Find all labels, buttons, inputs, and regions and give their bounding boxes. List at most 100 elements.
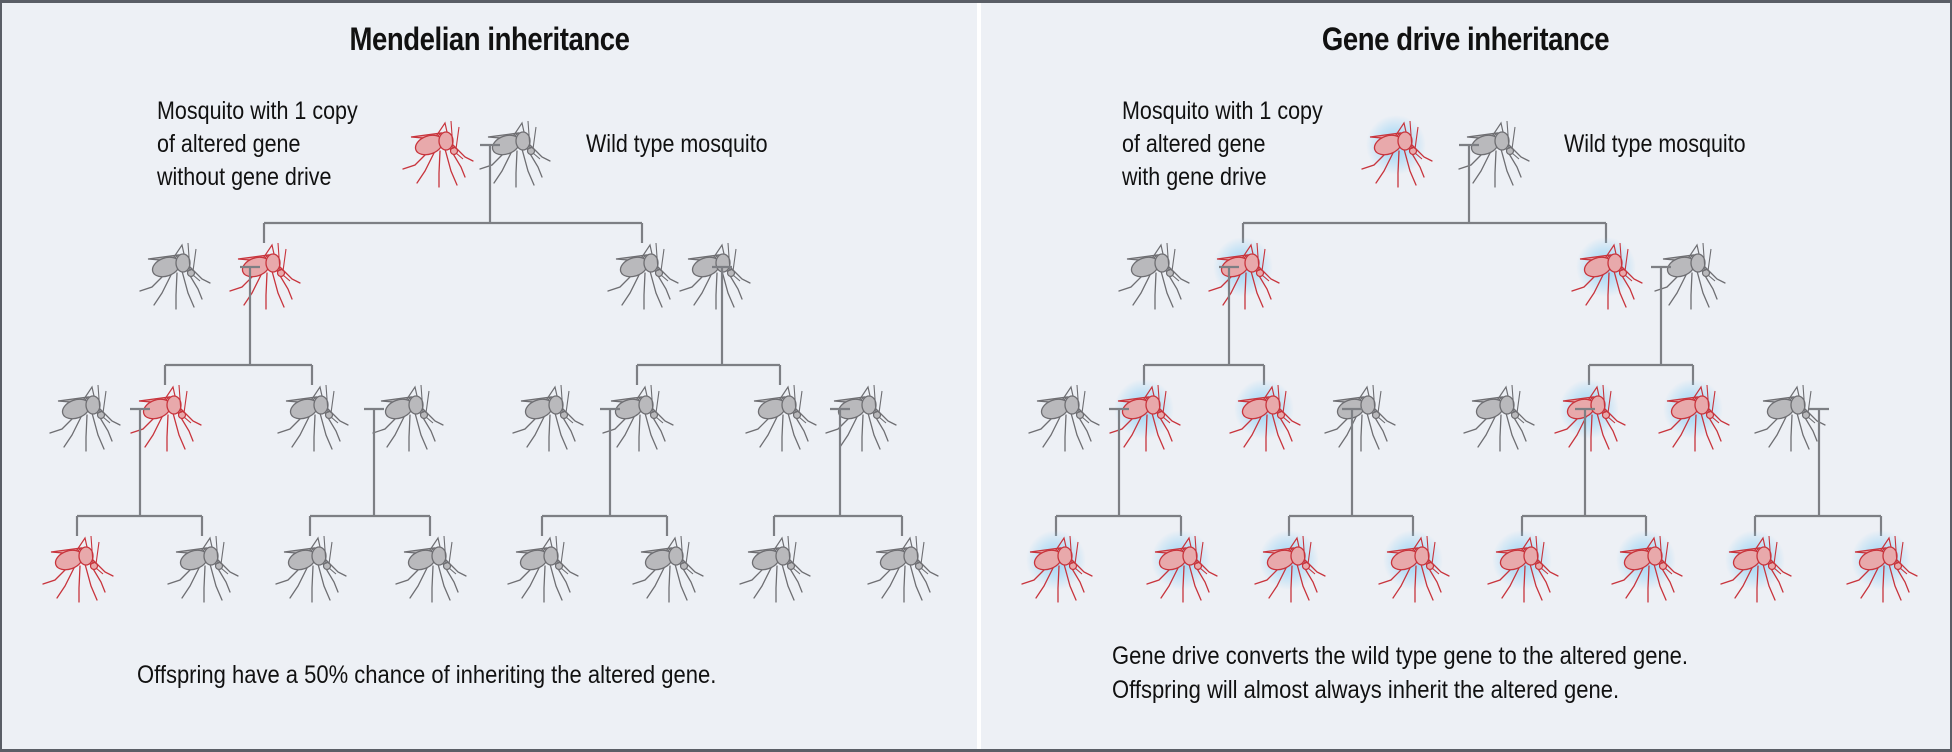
leg <box>1472 150 1492 184</box>
thorax <box>861 395 877 415</box>
leg <box>1250 270 1264 308</box>
leg <box>775 565 778 603</box>
head <box>1075 410 1085 420</box>
leg <box>1057 565 1060 603</box>
antennae <box>1409 120 1423 160</box>
thorax <box>1290 546 1306 566</box>
antennae <box>1194 535 1208 575</box>
leg <box>1523 565 1526 603</box>
leg <box>409 565 429 599</box>
leg <box>649 270 663 308</box>
leg <box>311 565 314 603</box>
thorax <box>775 546 791 566</box>
thorax <box>1590 395 1606 415</box>
leg <box>1222 272 1242 306</box>
thorax <box>1790 395 1806 415</box>
thorax <box>1265 395 1281 415</box>
panel-title: Mendelian inheritance <box>349 21 630 57</box>
leg <box>1790 414 1793 452</box>
leg <box>1338 414 1358 448</box>
leg <box>1042 414 1062 448</box>
head <box>276 268 286 278</box>
antennae <box>655 242 669 282</box>
caption-line: Offspring have a 50% chance of inheritin… <box>137 661 717 689</box>
antennae <box>1802 384 1816 424</box>
leg <box>1403 148 1417 186</box>
leg <box>1585 272 1605 306</box>
altered-gene-mosquito-icon <box>1021 530 1093 603</box>
leg <box>1694 414 1697 452</box>
wild-type-mosquito-icon <box>1754 384 1826 452</box>
thorax <box>1182 546 1198 566</box>
parent-label-line: without gene drive <box>157 163 332 191</box>
antennae <box>555 535 569 575</box>
leg <box>1244 272 1247 310</box>
antennae <box>187 242 201 282</box>
leg <box>85 414 88 452</box>
thorax <box>903 546 919 566</box>
leg <box>526 414 546 448</box>
altered-gene-mosquito-icon <box>1720 530 1792 603</box>
leg <box>549 563 563 601</box>
altered-gene-mosquito-icon <box>1658 379 1730 452</box>
antennae <box>1076 384 1090 424</box>
leg <box>753 565 773 599</box>
leg <box>1756 565 1759 603</box>
wild-type-mosquito-icon <box>512 384 584 452</box>
altered-gene-mosquito-icon <box>1208 237 1280 310</box>
leg <box>493 150 513 184</box>
altered-gene-mosquito-icon <box>1611 530 1683 603</box>
leg <box>172 412 186 450</box>
head <box>177 410 187 420</box>
leg <box>1243 414 1263 448</box>
wild-type-mosquito-icon <box>1028 384 1100 452</box>
thorax <box>78 546 94 566</box>
head <box>726 268 736 278</box>
thorax <box>668 546 684 566</box>
leg <box>1494 150 1497 188</box>
head <box>419 410 429 420</box>
leg <box>265 272 268 310</box>
leg <box>515 150 518 188</box>
altered-gene-mosquito-icon <box>130 384 202 452</box>
head <box>1618 268 1628 278</box>
gene-drive-panel: Gene drive inheritance Mosquito with 1 c… <box>981 3 1950 749</box>
wild-type-mosquito-icon <box>1654 242 1726 310</box>
wild-type-mosquito-icon <box>1463 384 1535 452</box>
antennae <box>1166 242 1180 282</box>
leg <box>1888 563 1902 601</box>
leg <box>1796 412 1810 450</box>
head <box>1068 561 1078 571</box>
thorax <box>438 131 454 151</box>
thorax <box>515 131 531 151</box>
altered-gene-mosquito-icon <box>1361 115 1433 188</box>
thorax <box>166 395 182 415</box>
thorax <box>1145 395 1161 415</box>
leg <box>243 272 263 306</box>
wild-type-mosquito-icon <box>167 535 239 603</box>
thorax <box>548 395 564 415</box>
antennae <box>915 535 929 575</box>
leg <box>1696 270 1710 308</box>
wild-type-mosquito-icon <box>372 384 444 452</box>
head <box>1510 410 1520 420</box>
leg <box>621 272 641 306</box>
leg <box>1596 412 1610 450</box>
head <box>1801 410 1811 420</box>
head <box>1534 561 1544 571</box>
head <box>1425 561 1435 571</box>
thorax <box>265 253 281 273</box>
antennae <box>1619 242 1633 282</box>
parent-label-line: Mosquito with 1 copy <box>1122 97 1323 125</box>
antennae <box>325 384 339 424</box>
wild-type-label: Wild type mosquito <box>586 130 768 158</box>
leg <box>1182 565 1185 603</box>
caption-line: Offspring will almost always inherit the… <box>1112 676 1620 704</box>
antennae <box>1426 535 1440 575</box>
leg <box>181 565 201 599</box>
leg <box>203 565 206 603</box>
leg <box>1268 565 1288 599</box>
leg <box>867 412 881 450</box>
thorax <box>1360 395 1376 415</box>
leg <box>1366 412 1380 450</box>
